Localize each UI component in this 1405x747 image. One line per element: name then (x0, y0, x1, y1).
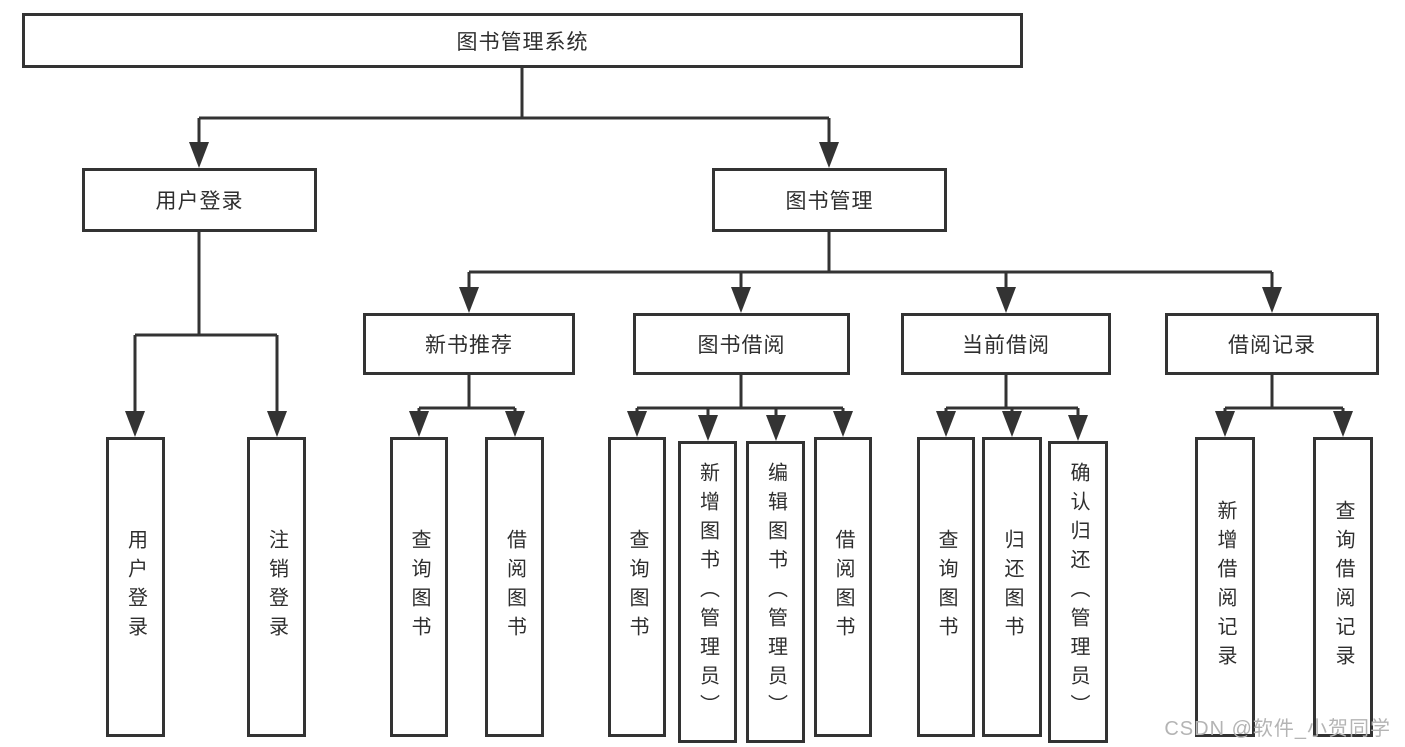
node-current-borrowing: 当前借阅 (901, 313, 1111, 375)
node-book-borrowing: 图书借阅 (633, 313, 850, 375)
leaf-borrow-books-borrowing: 借阅图书 (814, 437, 872, 737)
leaf-add-borrow-record: 新增借阅记录 (1195, 437, 1255, 737)
leaf-user-login: 用户登录 (106, 437, 165, 737)
leaf-add-books-admin: 新增图书（管理员） (678, 441, 737, 743)
node-borrowing-records: 借阅记录 (1165, 313, 1379, 375)
leaf-logout: 注销登录 (247, 437, 306, 737)
leaf-query-borrow-record: 查询借阅记录 (1313, 437, 1373, 737)
arrowheads (125, 142, 1353, 441)
node-library-management-system: 图书管理系统 (22, 13, 1023, 68)
leaf-query-books-current: 查询图书 (917, 437, 975, 737)
node-book-management: 图书管理 (712, 168, 947, 232)
leaf-return-books: 归还图书 (982, 437, 1042, 737)
csdn-watermark: CSDN @软件_小贺同学 (1164, 718, 1391, 740)
node-user-login: 用户登录 (82, 168, 317, 232)
leaf-edit-books-admin: 编辑图书（管理员） (746, 441, 805, 743)
leaf-borrow-books-recommend: 借阅图书 (485, 437, 544, 737)
leaf-confirm-return-admin: 确认归还（管理员） (1048, 441, 1108, 743)
leaf-query-books-borrowing: 查询图书 (608, 437, 666, 737)
leaf-query-books-recommend: 查询图书 (390, 437, 448, 737)
node-new-book-recommendation: 新书推荐 (363, 313, 575, 375)
